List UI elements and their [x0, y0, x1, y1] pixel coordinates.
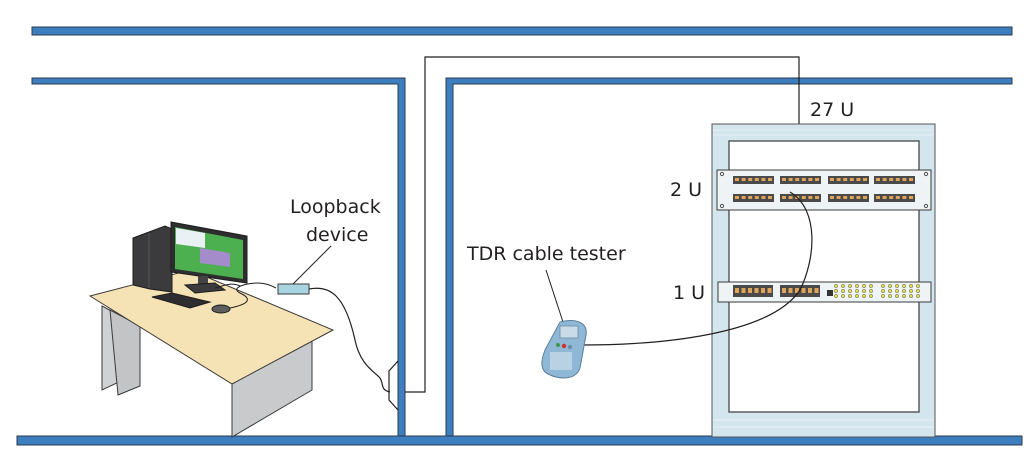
status-led: [902, 289, 906, 293]
switch-1u: [717, 281, 932, 303]
patch-port-block: [828, 194, 869, 202]
patch-port-block: [780, 176, 821, 184]
status-led: [841, 289, 845, 293]
rack-size-label: 27 U: [810, 99, 855, 121]
status-led: [855, 284, 859, 288]
status-led: [916, 284, 920, 288]
status-led: [888, 289, 892, 293]
status-led: [895, 284, 899, 288]
screw: [719, 171, 725, 177]
loopback-label-line2: device: [306, 224, 369, 246]
status-led: [869, 284, 873, 288]
status-led: [888, 284, 892, 288]
status-led: [902, 284, 906, 288]
status-led: [916, 294, 920, 298]
patch-panel-2u: [716, 169, 932, 211]
status-led: [881, 294, 885, 298]
tdr-label: TDR cable tester: [467, 243, 626, 265]
status-led: [862, 284, 866, 288]
switch-port-block: [733, 285, 773, 297]
patch-port-block: [733, 194, 774, 202]
patch-port-block: [828, 176, 869, 184]
screw: [923, 171, 929, 177]
status-led: [869, 294, 873, 298]
status-led: [862, 294, 866, 298]
status-led: [834, 289, 838, 293]
status-led: [848, 284, 852, 288]
status-led: [855, 289, 859, 293]
loopback-device: [277, 245, 391, 393]
status-led: [855, 294, 859, 298]
tester-cable: [581, 191, 813, 346]
top-wall: [31, 26, 1013, 36]
mouse: [211, 304, 231, 314]
status-led: [881, 284, 885, 288]
status-led: [909, 289, 913, 293]
screw: [719, 203, 725, 209]
status-led: [895, 289, 899, 293]
patch-port-block: [874, 194, 915, 202]
keyboard: [151, 292, 212, 309]
status-led: [841, 294, 845, 298]
status-led: [916, 289, 920, 293]
status-led: [902, 294, 906, 298]
status-led: [909, 294, 913, 298]
status-led: [848, 289, 852, 293]
patch-panel-label: 2 U: [670, 179, 703, 201]
switch-label: 1 U: [673, 282, 706, 304]
peripheral-cables: [214, 282, 277, 309]
patch-port-block: [733, 176, 774, 184]
status-led: [862, 289, 866, 293]
floor-wall: [16, 435, 1023, 446]
status-led: [909, 284, 913, 288]
patch-port-block: [874, 176, 915, 184]
status-led: [848, 294, 852, 298]
status-led: [869, 289, 873, 293]
monitor: [170, 221, 248, 294]
status-led: [881, 289, 885, 293]
tdr-cable-tester: [541, 269, 587, 379]
status-led: [895, 294, 899, 298]
console-port: [827, 290, 833, 296]
loopback-label-line1: Loopback: [290, 196, 381, 218]
computer-tower: [132, 225, 173, 293]
screw: [923, 203, 929, 209]
status-led: [888, 294, 892, 298]
wall-jack: [388, 360, 399, 411]
status-led: [834, 294, 838, 298]
desk: [88, 269, 335, 438]
conduit-cable: [405, 56, 800, 393]
status-led: [834, 284, 838, 288]
status-led: [841, 284, 845, 288]
